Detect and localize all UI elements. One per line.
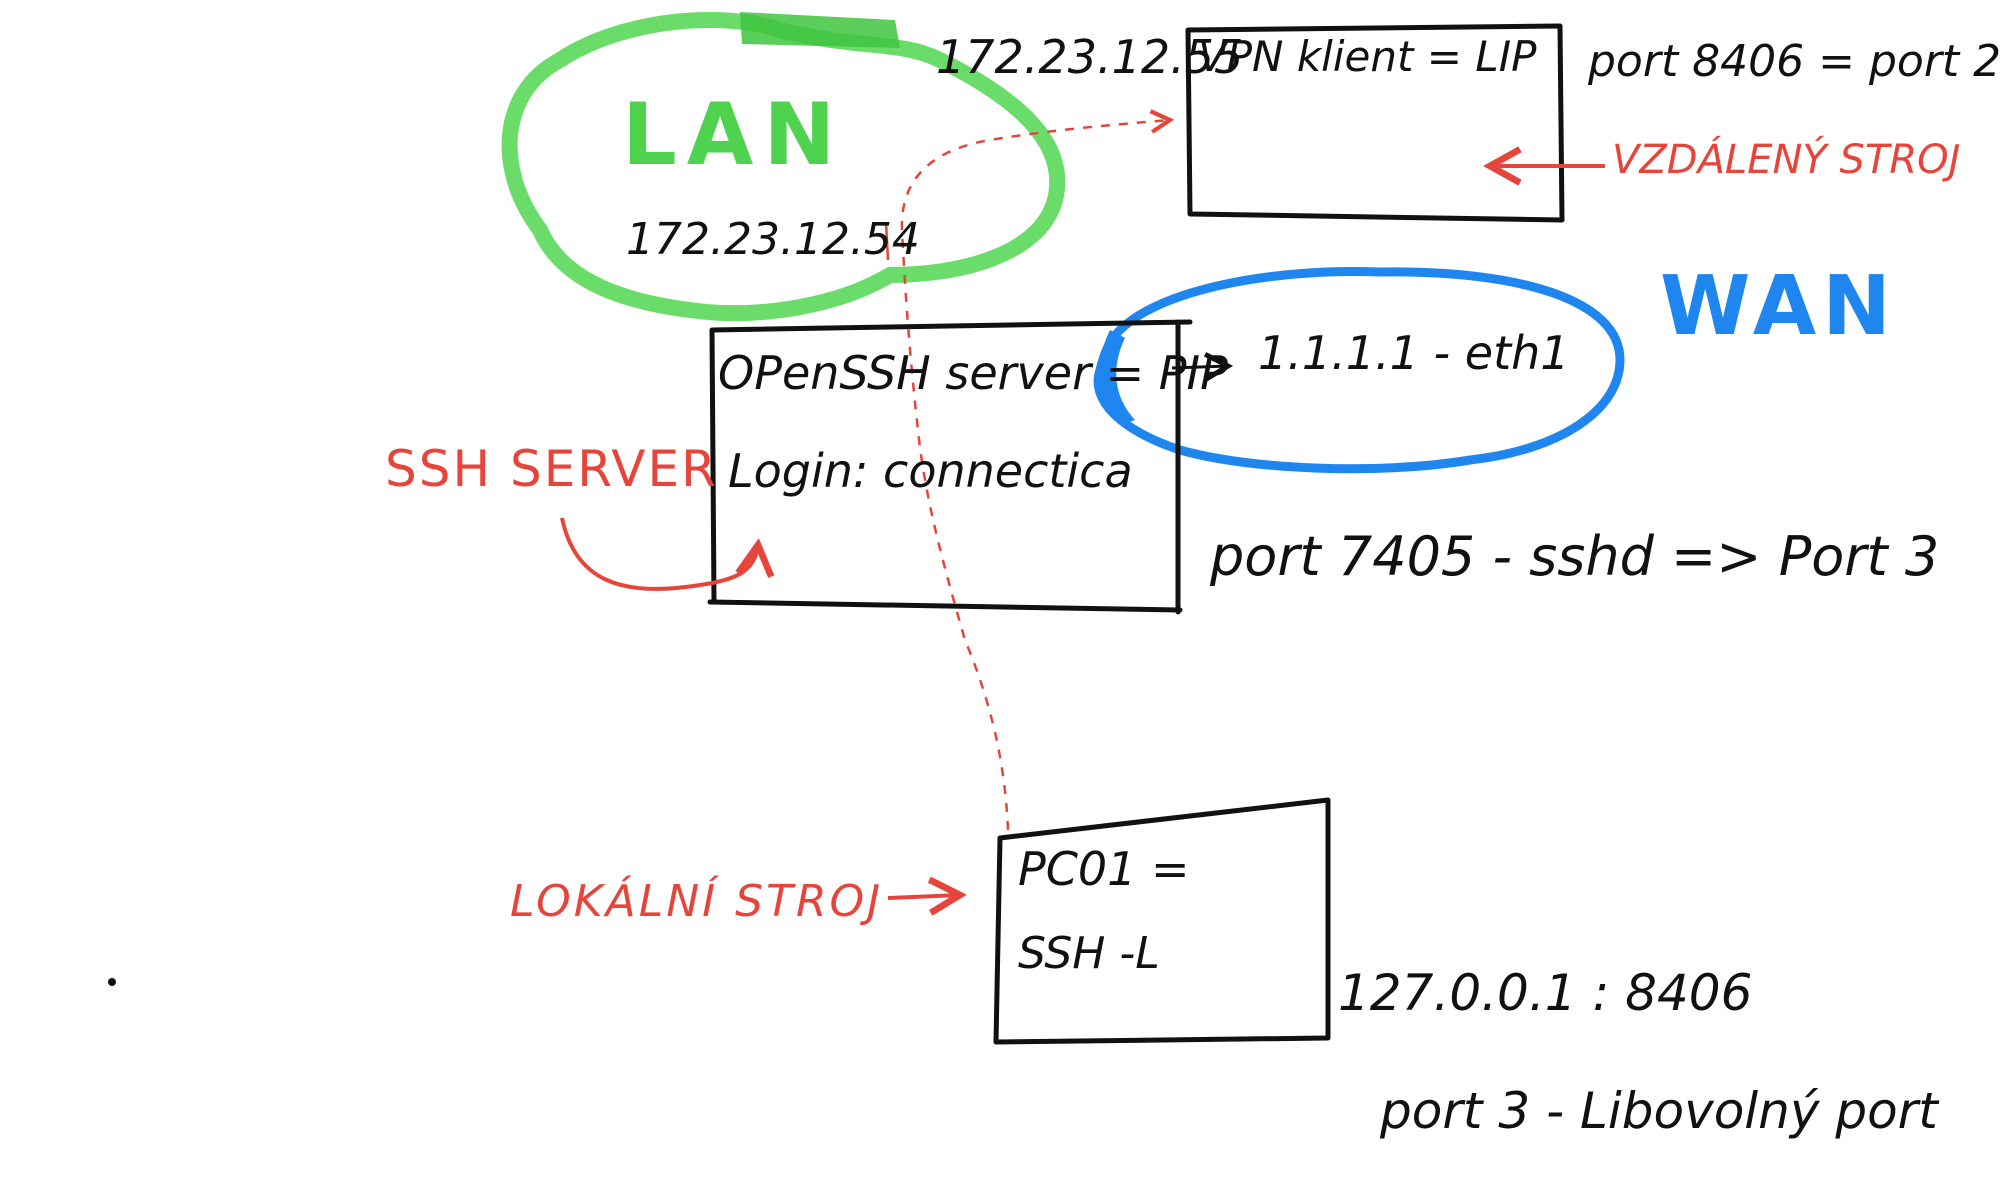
- remote-machine-line1: VPN klient = LIP: [1198, 32, 1537, 81]
- local-machine-line1: PC01 =: [1018, 842, 1190, 896]
- ssh-server-box: [707, 319, 1193, 615]
- remote-machine-annotation: VZDÁLENÝ STROJ: [1612, 137, 1961, 183]
- local-machine-line2: SSH -L: [1018, 928, 1160, 979]
- remote-port-note: port 8406 = port 2: [1588, 36, 2001, 87]
- ssh-server-port-note: port 7405 - sshd => Port 3: [1210, 525, 1940, 588]
- remote-machine-ip: 172.23.12.55: [936, 30, 1244, 84]
- wan-label: WAN: [1660, 259, 1897, 354]
- diagram-canvas: [108, 12, 1625, 1045]
- footer-note: port 3 - Libovolný port: [1380, 1082, 1938, 1140]
- local-annotation-arrow: [887, 895, 960, 898]
- ink-dot: [108, 978, 116, 986]
- ssh-tunnel-dashed-path: [900, 120, 1170, 831]
- ssh-server-line2: Login: connectica: [728, 444, 1133, 498]
- lan-cloud: [501, 12, 1066, 322]
- local-bind-address: 127.0.0.1 : 8406: [1338, 964, 1753, 1022]
- local-machine-box: [993, 797, 1331, 1045]
- ssh-server-annotation-arrow: [560, 517, 758, 591]
- wan-cloud: [1093, 267, 1625, 474]
- lan-label: LAN: [622, 85, 846, 185]
- local-machine-annotation: LOKÁLNÍ STROJ: [510, 876, 884, 927]
- ssh-server-line1: OPenSSH server = PIP: [718, 346, 1228, 400]
- ssh-server-annotation: SSH SERVER: [385, 440, 718, 498]
- lan-gateway-ip: 172.23.12.54: [626, 214, 920, 265]
- pip-to-wan-arrow: [1171, 366, 1228, 368]
- remote-machine-box: [1185, 23, 1565, 223]
- wan-address: 1.1.1.1 - eth1: [1258, 326, 1570, 380]
